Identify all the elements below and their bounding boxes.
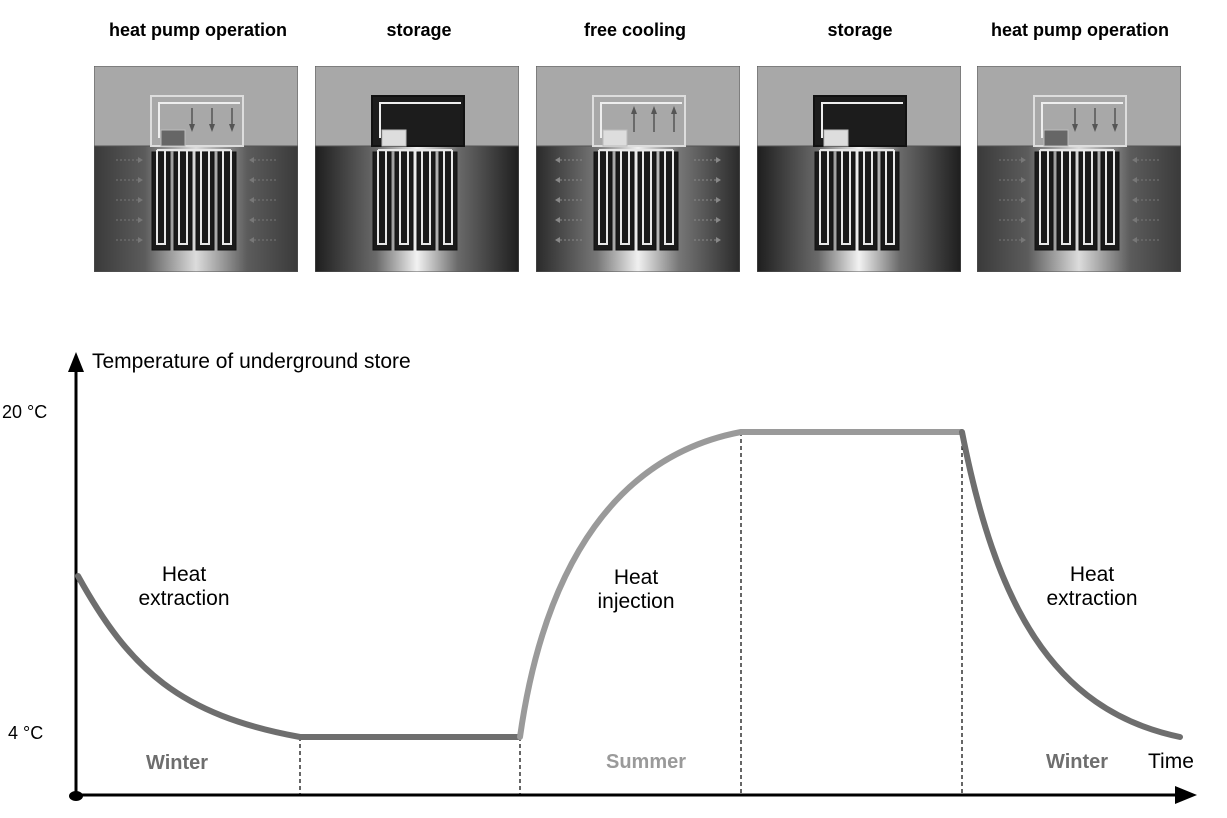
borehole-pipe: [222, 150, 232, 245]
ground-flow-in-left-head: [138, 237, 143, 243]
panel-title-5: heat pump operation: [990, 20, 1169, 40]
season-label-winter-1: Winter: [146, 752, 209, 774]
heat-arrow-down-head: [1092, 124, 1098, 132]
x-axis-arrow: [1175, 786, 1197, 804]
ground-flow-out-right-head: [716, 177, 721, 183]
ground-flow-in-right-head: [1132, 237, 1137, 243]
ground-flow-out-right-head: [716, 237, 721, 243]
heat-pump-unit: [160, 129, 186, 147]
borehole-pipe: [399, 150, 409, 245]
ground-flow-out-right-head: [716, 197, 721, 203]
origin-dot: [69, 791, 83, 801]
borehole-pipe: [819, 150, 829, 245]
borehole-pipe: [377, 150, 387, 245]
heat-pump-unit: [823, 129, 849, 147]
ground-flow-in-left-head: [1021, 197, 1026, 203]
borehole-pipe: [863, 150, 873, 245]
ground-flow-in-right-head: [1132, 177, 1137, 183]
x-axis-label: Time: [1148, 750, 1194, 773]
heat-arrow-down-head: [189, 124, 195, 132]
borehole-pipe: [178, 150, 188, 245]
borehole-pipe: [642, 150, 652, 245]
borehole-pipe: [200, 150, 210, 245]
y-tick-20c: 20 °C: [2, 402, 48, 422]
ground-flow-in-right-head: [1132, 157, 1137, 163]
ground-flow-out-left-head: [555, 157, 560, 163]
heat-arrow-down-head: [1112, 124, 1118, 132]
heat-arrow-up-head: [651, 106, 657, 114]
borehole-pipe: [841, 150, 851, 245]
heat-arrow-down-head: [1072, 124, 1078, 132]
ground-flow-in-right-head: [249, 177, 254, 183]
heat-arrow-down-head: [229, 124, 235, 132]
heat-pump-unit: [1043, 129, 1069, 147]
ground-flow-in-left-head: [1021, 157, 1026, 163]
panel-free-cooling: [536, 66, 740, 272]
borehole-pipe: [1061, 150, 1071, 245]
curve-heat-extraction-1: [75, 573, 303, 740]
ground-flow-out-left-head: [555, 217, 560, 223]
heating-pipe: [1041, 102, 1123, 138]
heat-pump-unit: [381, 129, 407, 147]
borehole-pipe: [421, 150, 431, 245]
ground-flow-in-left-head: [138, 197, 143, 203]
borehole-pipe: [620, 150, 630, 245]
ground-flow-out-left-head: [555, 237, 560, 243]
ground-flow-in-right-head: [249, 197, 254, 203]
heat-arrow-down-head: [209, 124, 215, 132]
curve-heat-extraction-2: [959, 429, 1183, 740]
borehole-pipe: [1083, 150, 1093, 245]
ground-flow-in-left-head: [1021, 217, 1026, 223]
ground-flow-in-left-head: [138, 157, 143, 163]
heating-pipe: [821, 102, 903, 138]
ground-flow-in-left-head: [1021, 237, 1026, 243]
ground-flow-in-left-head: [138, 217, 143, 223]
ground-flow-out-left-head: [555, 177, 560, 183]
borehole-pipe: [156, 150, 166, 245]
panel-title-3: free cooling: [583, 20, 686, 40]
y-axis-arrow: [68, 352, 84, 372]
season-label-winter-2: Winter: [1046, 751, 1109, 773]
ground-flow-out-right-head: [716, 157, 721, 163]
y-tick-4c: 4 °C: [8, 723, 44, 743]
ground-flow-in-right-head: [1132, 217, 1137, 223]
ground-flow-in-right-head: [1132, 197, 1137, 203]
heat-arrow-up-head: [631, 106, 637, 114]
panel-title-4: storage: [827, 20, 893, 40]
borehole-pipe: [443, 150, 453, 245]
borehole-pipe: [885, 150, 895, 245]
heating-pipe: [158, 102, 240, 138]
panel-storage-2: [757, 66, 961, 272]
ground-flow-out-left-head: [555, 197, 560, 203]
ground-flow-in-right-head: [249, 157, 254, 163]
heating-pipe: [379, 102, 461, 138]
heat-arrow-up-head: [671, 106, 677, 114]
panel-heat-pump-operation-2: [977, 66, 1181, 272]
borehole-pipe: [1039, 150, 1049, 245]
ground-flow-in-right-head: [249, 217, 254, 223]
curve-heat-injection: [517, 429, 744, 740]
borehole-pipe: [1105, 150, 1115, 245]
ground-flow-in-right-head: [249, 237, 254, 243]
ground-flow-in-left-head: [138, 177, 143, 183]
borehole-pipe: [664, 150, 674, 245]
ground-flow-in-left-head: [1021, 177, 1026, 183]
panel-heat-pump-operation-1: [94, 66, 298, 272]
heat-pump-unit: [602, 129, 628, 147]
y-axis-label: Temperature of underground store: [92, 350, 411, 373]
season-label-summer: Summer: [606, 751, 687, 773]
panel-storage-1: [315, 66, 519, 272]
heating-pipe: [600, 102, 682, 138]
panel-title-2: storage: [386, 20, 452, 40]
panel-title-1: heat pump operation: [108, 20, 287, 40]
borehole-pipe: [598, 150, 608, 245]
ground-flow-out-right-head: [716, 217, 721, 223]
